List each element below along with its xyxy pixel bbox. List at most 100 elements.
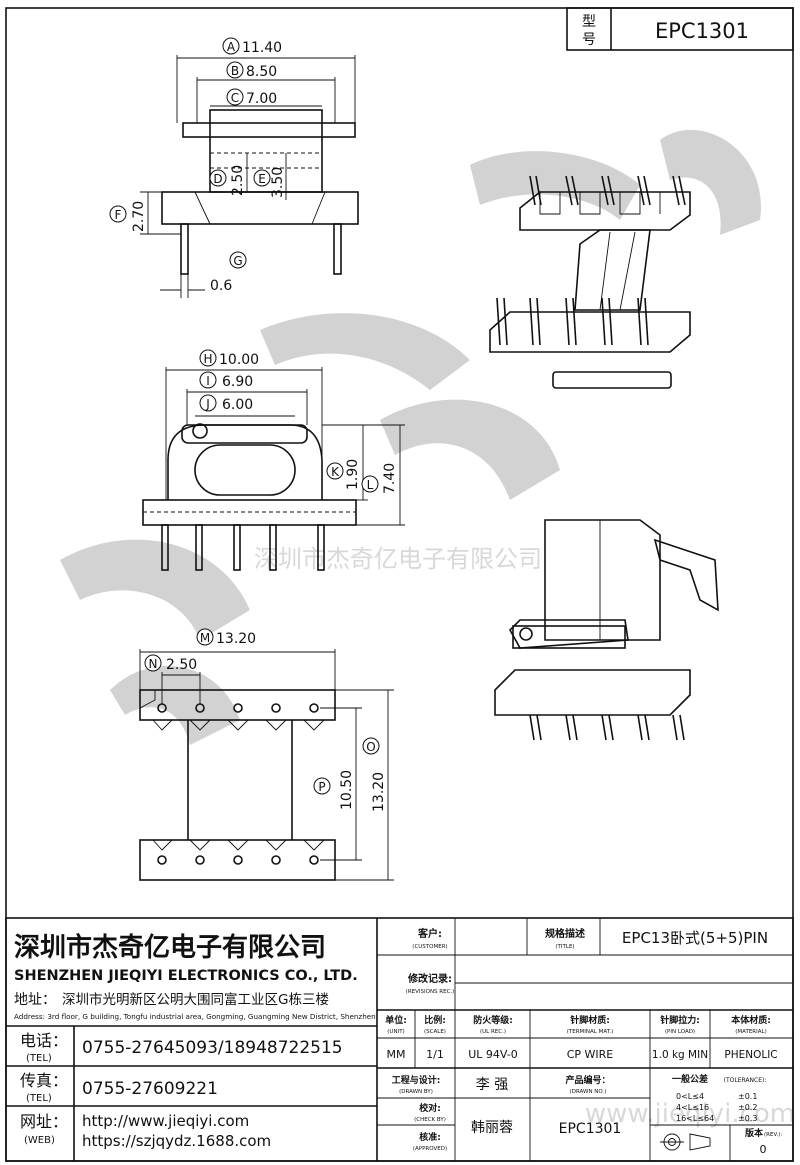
watermark-logo-stroke-5 — [60, 539, 250, 640]
svg-text:B: B — [231, 64, 239, 78]
svg-text:8.50: 8.50 — [246, 64, 277, 80]
rev-label-en: (REVISIONS REC.) — [406, 989, 455, 995]
svg-text:G: G — [233, 254, 242, 268]
drawnno-label-en: (DRAWN NO.) — [570, 1089, 607, 1095]
dim-P: P 10.50 — [313, 770, 355, 810]
dim-H: H 10.00 — [199, 349, 259, 368]
scale-value: 1/1 — [426, 1048, 444, 1061]
dim-C: C 7.00 — [226, 88, 277, 107]
fax-label-en: (TEL) — [26, 1093, 52, 1104]
material-label-en: (MATERIAL) — [735, 1029, 766, 1035]
title-label-en: (TITLE) — [555, 944, 574, 950]
dim-G: G 0.6 — [210, 251, 247, 294]
watermark-logo-stroke-3 — [260, 313, 470, 390]
tol-range-1: 0<L≤4 — [676, 1092, 704, 1101]
tel-label-en: (TEL) — [26, 1053, 52, 1064]
version-label-en: (REV.): — [764, 1132, 782, 1138]
web-label: 网址： — [20, 1112, 68, 1131]
tol-value-2: ±0.2 — [738, 1103, 757, 1112]
svg-text:F: F — [115, 208, 122, 222]
address-en: Address: 3rd floor, G building, Tongfu i… — [14, 1012, 378, 1021]
projection-symbol-icon — [660, 1133, 711, 1151]
dim-O: O 13.20 — [362, 737, 387, 812]
tel-value: 0755-27645093/18948722515 — [82, 1038, 343, 1058]
watermark-site: www.jieqiyi.com — [585, 1099, 795, 1129]
svg-text:I: I — [206, 374, 210, 388]
approved-label: 核准: — [419, 1131, 441, 1143]
svg-text:O: O — [366, 740, 375, 754]
company-name-en: SHENZHEN JIEQIYI ELECTRONICS CO., LTD. — [14, 968, 358, 984]
model-value: EPC1301 — [655, 19, 749, 43]
svg-text:L: L — [367, 478, 374, 492]
svg-text:C: C — [231, 91, 239, 105]
scale-label-en: (SCALE) — [424, 1029, 446, 1035]
dim-I: I 6.90 — [199, 371, 253, 390]
watermark-company: 深圳市杰奇亿电子有限公司 — [254, 545, 542, 573]
bottom-view — [139, 649, 394, 881]
approved-value: 韩丽蓉 — [471, 1120, 513, 1136]
watermark-logo-stroke-2 — [660, 129, 761, 235]
terminal-label: 针脚材质: — [570, 1014, 610, 1026]
ul-label-en: (UL REC.) — [480, 1029, 506, 1035]
front-view — [140, 55, 359, 298]
address-cn: 深圳市光明新区公明大围同富工业区G栋三楼 — [62, 991, 329, 1008]
version-label: 版本 — [744, 1127, 764, 1139]
terminal-label-en: (TERMINAL MAT.) — [567, 1029, 614, 1035]
drawn-label-en: (DRAWN BY) — [399, 1089, 433, 1095]
address-label: 地址： — [14, 992, 56, 1008]
iso-view-bottom — [494, 519, 719, 741]
title-label: 规格描述 — [545, 927, 585, 940]
pinload-label: 针脚拉力: — [660, 1014, 700, 1026]
svg-text:10.00: 10.00 — [219, 352, 259, 368]
dim-N: N 2.50 — [144, 654, 197, 673]
company-name-cn: 深圳市杰奇亿电子有限公司 — [14, 932, 326, 963]
version-value: 0 — [760, 1143, 767, 1156]
tel-label: 电话： — [20, 1031, 68, 1050]
dim-K: K 1.90 — [326, 459, 361, 490]
customer-label: 客户: — [417, 927, 442, 940]
svg-text:E: E — [258, 172, 266, 186]
dim-E: E 3.50 — [253, 167, 286, 198]
approved-label-en: (APPROVED) — [413, 1146, 447, 1152]
ul-value: UL 94V-0 — [468, 1048, 518, 1061]
tol-range-3: 16<L≤64 — [676, 1114, 714, 1123]
svg-text:M: M — [200, 631, 210, 645]
svg-text:N: N — [149, 657, 158, 671]
unit-value: MM — [387, 1048, 406, 1061]
side-view — [142, 367, 405, 571]
watermark-logo-stroke-1 — [470, 151, 640, 220]
model-label-2: 号 — [582, 32, 596, 48]
svg-text:7.00: 7.00 — [246, 91, 277, 107]
tol-value-3: ±0.3 — [738, 1114, 757, 1123]
svg-text:D: D — [213, 172, 222, 186]
rev-label: 修改记录: — [407, 972, 452, 985]
svg-text:6.90: 6.90 — [222, 374, 253, 390]
tol-value-1: ±0.1 — [738, 1092, 757, 1101]
svg-text:2.50: 2.50 — [230, 165, 246, 196]
watermark-logo-stroke-6 — [110, 666, 240, 745]
svg-text:6.00: 6.00 — [222, 397, 253, 413]
svg-text:10.50: 10.50 — [339, 770, 355, 810]
svg-text:11.40: 11.40 — [242, 40, 282, 56]
web-link-1[interactable]: http://www.jieqiyi.com — [82, 1112, 249, 1130]
title-block — [5, 917, 794, 1162]
dim-J: J 6.00 — [199, 394, 253, 413]
material-label: 本体材质: — [731, 1014, 771, 1026]
iso-view-top — [489, 175, 691, 389]
web-link-2[interactable]: https://szjqydz.1688.com — [82, 1132, 271, 1150]
svg-text:7.40: 7.40 — [382, 463, 398, 494]
svg-text:P: P — [318, 780, 325, 794]
unit-label: 单位: — [385, 1014, 407, 1026]
unit-label-en: (UNIT) — [387, 1029, 404, 1035]
fax-label: 传真： — [20, 1071, 68, 1090]
model-label-1: 型 — [582, 14, 596, 30]
svg-text:2.50: 2.50 — [166, 657, 197, 673]
svg-text:J: J — [205, 397, 210, 411]
dim-A: A 11.40 — [222, 37, 282, 56]
dim-D: D 2.50 — [209, 165, 246, 196]
dim-L: L 7.40 — [361, 463, 398, 494]
material-value: PHENOLIC — [724, 1049, 777, 1061]
watermark-logo-stroke-4 — [380, 399, 560, 500]
svg-text:13.20: 13.20 — [371, 772, 387, 812]
